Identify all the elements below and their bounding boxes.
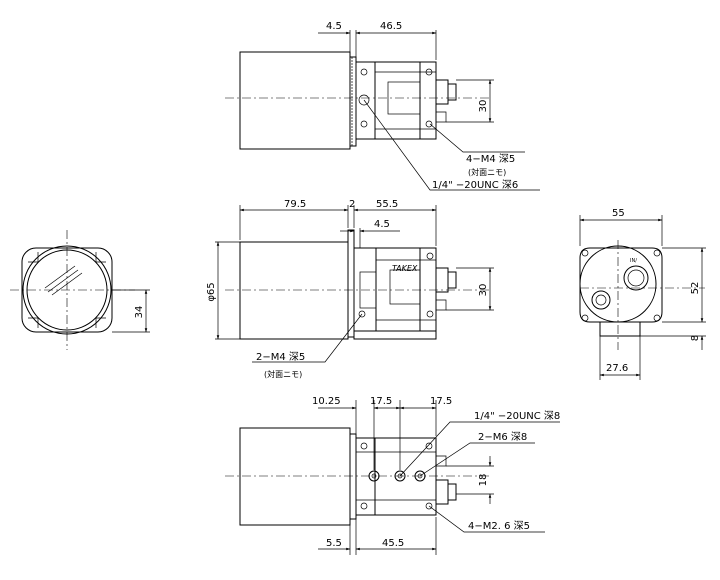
front-view-lens: 34	[10, 230, 150, 350]
bottom-view: 10.25 17.5 17.5 18 5.5 45.5 1/4" −20UNC …	[225, 396, 560, 555]
dim-right-8: 8	[690, 335, 701, 341]
top-view: 4.5 46.5 30 4−M4 深5 (対面ニモ) 1/4" −20UNC 深…	[225, 21, 540, 191]
callout-m2-6-deep5: 4−M2. 6 深5	[468, 520, 530, 532]
connector-label: IN/	[630, 258, 637, 264]
callout-m6-deep8: 2−M6 深8	[478, 431, 527, 443]
callout-m4-2-deep5: 2−M4 深5	[256, 351, 305, 363]
dim-mid-30: 30	[478, 284, 489, 297]
dim-top-30: 30	[478, 100, 489, 113]
dim-top-4-5: 4.5	[326, 21, 342, 32]
dim-bot-17-5a: 17.5	[370, 396, 392, 407]
dim-bot-17-5b: 17.5	[430, 396, 452, 407]
callout-unc-deep8: 1/4" −20UNC 深8	[474, 410, 560, 422]
side-view: TAKEX 79.5 2 55.5 4.5 φ65 30 2−M4 深5 (対面…	[206, 199, 494, 379]
dim-phi65: φ65	[206, 282, 217, 301]
dim-left-34: 34	[134, 306, 145, 319]
dim-bot-10-25: 10.25	[312, 396, 341, 407]
dim-mid-79-5: 79.5	[284, 199, 306, 210]
dim-bot-45-5: 45.5	[382, 538, 404, 549]
callout-m4-deep5: 4−M4 深5	[466, 153, 515, 165]
callout-unc-deep6: 1/4" −20UNC 深6	[432, 179, 518, 191]
callout-opposite-side-top: (対面ニモ)	[468, 167, 506, 177]
dim-bot-5-5: 5.5	[326, 538, 342, 549]
dim-mid-2: 2	[349, 199, 355, 210]
callout-opposite-side-mid: (対面ニモ)	[264, 369, 302, 379]
rear-view: IN/ 55 52 8 27.6	[579, 208, 706, 380]
dim-bot-18: 18	[478, 474, 489, 487]
dim-top-46-5: 46.5	[380, 21, 402, 32]
dim-mid-55-5: 55.5	[376, 199, 398, 210]
dim-right-55: 55	[612, 208, 625, 219]
dim-right-27-6: 27.6	[606, 363, 628, 374]
brand-label: TAKEX	[392, 264, 418, 273]
dim-right-52: 52	[690, 282, 701, 295]
dim-mid-4-5: 4.5	[374, 219, 390, 230]
